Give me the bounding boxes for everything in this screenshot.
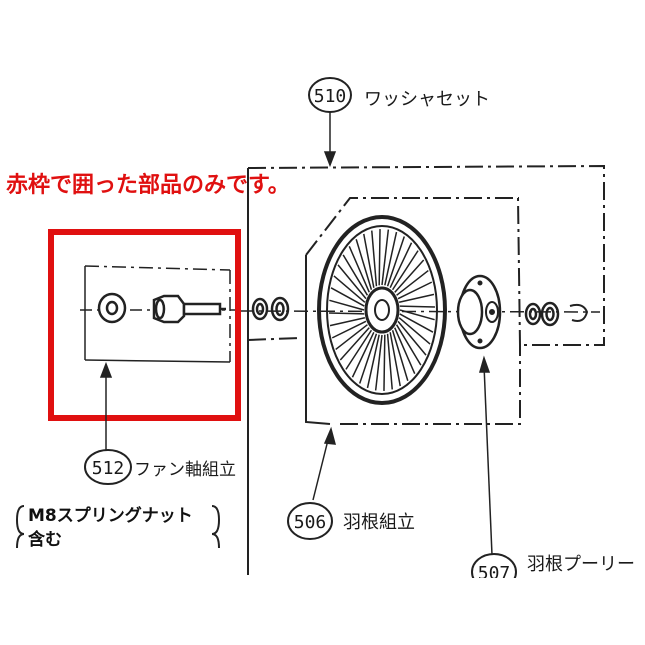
part-number-512: 512 bbox=[92, 458, 125, 479]
assembly-boundary bbox=[247, 164, 605, 575]
fan-spoke bbox=[351, 331, 375, 378]
part-number-506: 506 bbox=[294, 512, 327, 533]
fan-spoke bbox=[337, 264, 367, 300]
spring-nut-note-line1: M8スプリングナット bbox=[28, 505, 193, 526]
washer-set-right bbox=[524, 301, 589, 327]
fan-spoke bbox=[394, 259, 425, 293]
fan-spoke bbox=[386, 236, 406, 287]
fan-spoke bbox=[399, 309, 435, 321]
fan-spoke bbox=[395, 324, 422, 366]
fan-spoke bbox=[331, 320, 367, 339]
fan-spoke bbox=[329, 312, 365, 315]
fan-spoke bbox=[391, 330, 409, 381]
fan-spoke bbox=[329, 316, 366, 327]
crop-mask bbox=[0, 578, 645, 645]
callout-510: 510 ワッシャセット bbox=[308, 77, 490, 113]
callout-506: 506 羽根組立 bbox=[287, 502, 415, 540]
fan-spoke bbox=[366, 334, 380, 389]
fan-spoke bbox=[358, 333, 378, 384]
fan-spoke bbox=[374, 334, 383, 391]
fan-spoke bbox=[378, 229, 381, 286]
fan-spoke bbox=[339, 327, 370, 361]
fan-wheel bbox=[317, 215, 447, 405]
fan-spoke bbox=[355, 239, 373, 290]
spring-nut-note-line2: 含む bbox=[28, 529, 62, 550]
fan-spoke bbox=[399, 313, 434, 333]
fan-spoke bbox=[398, 317, 431, 345]
spring-nut-note: M8スプリングナット 含む bbox=[15, 505, 221, 550]
fan-shaft bbox=[97, 292, 226, 324]
part-name-fan-assembly: 羽根組立 bbox=[343, 512, 415, 533]
part-name-washer-set: ワッシャセット bbox=[364, 89, 490, 110]
fan-spoke bbox=[345, 329, 373, 370]
fan-spoke bbox=[335, 324, 368, 351]
fan-spoke bbox=[383, 334, 386, 391]
callout-512: 512 ファン軸組立 bbox=[84, 449, 236, 485]
part-number-bubble bbox=[308, 77, 352, 113]
fan-spoke bbox=[381, 229, 390, 286]
fan-spoke bbox=[342, 254, 369, 296]
leader-lines bbox=[99, 112, 493, 556]
fan-spoke bbox=[397, 281, 433, 300]
fan-spoke bbox=[398, 293, 435, 304]
fan-spoke bbox=[371, 230, 378, 287]
fan-spoke bbox=[386, 333, 393, 390]
fan-pulley bbox=[456, 274, 502, 350]
part-number-bubble bbox=[84, 449, 132, 485]
fan-spoke bbox=[384, 231, 398, 286]
fan-spoke bbox=[396, 269, 429, 296]
fan-spoke bbox=[363, 233, 375, 288]
fan-spoke bbox=[329, 299, 365, 311]
part-name-fan-shaft-assembly: ファン軸組立 bbox=[134, 460, 236, 480]
fan-spoke bbox=[333, 275, 366, 303]
fan-spoke bbox=[397, 320, 427, 356]
fan-spoke bbox=[399, 305, 435, 308]
fan-spoke bbox=[394, 327, 416, 375]
part-name-fan-pulley: 羽根プーリー bbox=[527, 554, 635, 575]
part-number-510: 510 bbox=[314, 86, 347, 107]
part-number-bubble bbox=[287, 502, 333, 540]
fan-spoke bbox=[389, 242, 413, 289]
highlight-frame bbox=[48, 229, 241, 421]
fan-spoke bbox=[330, 287, 365, 307]
fan-spoke bbox=[389, 332, 401, 387]
highlight-note: 赤枠で囲った部品のみです。 bbox=[6, 172, 290, 198]
fan-spoke bbox=[348, 245, 370, 293]
fan-spoke bbox=[391, 250, 419, 291]
washer-set-left bbox=[251, 296, 290, 322]
